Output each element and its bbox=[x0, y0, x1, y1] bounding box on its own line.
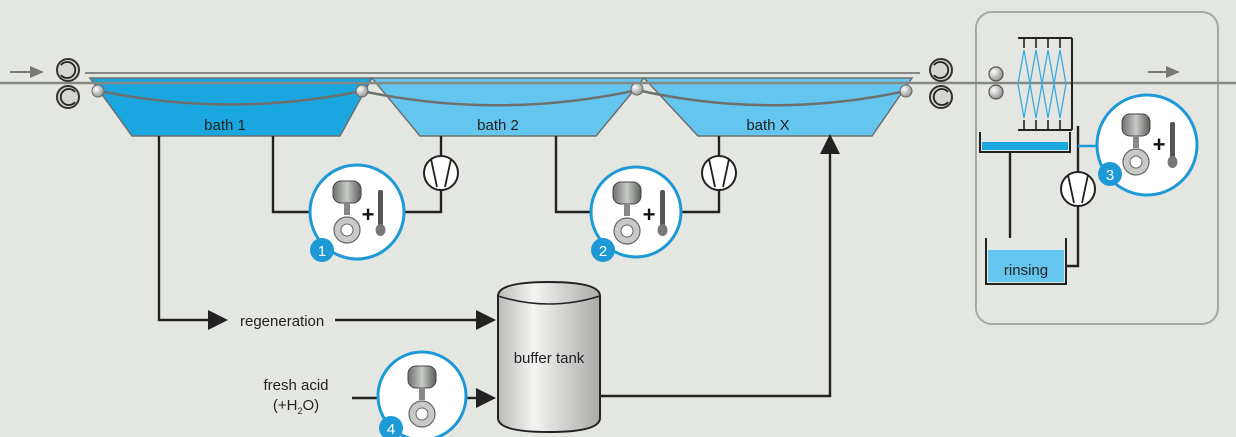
probe-icon bbox=[657, 190, 668, 236]
bath-x-label: bath X bbox=[746, 117, 789, 134]
strip-exit-arrow bbox=[1148, 66, 1180, 78]
bath-x: bath X bbox=[642, 77, 914, 137]
rinse-tray bbox=[979, 132, 1071, 153]
probe-icon bbox=[375, 190, 386, 236]
sensor-1-number: 1 bbox=[318, 243, 326, 260]
fresh-acid-label: fresh acid bbox=[263, 377, 328, 394]
pump-bath-1 bbox=[423, 155, 459, 191]
drive-rollers-left bbox=[56, 58, 80, 109]
buffer-tank-label: buffer tank bbox=[514, 350, 585, 367]
sensor-1: + 1 bbox=[308, 163, 406, 262]
piping bbox=[157, 126, 1096, 400]
arrow-regeneration bbox=[208, 310, 228, 330]
flowmeter-icon bbox=[407, 365, 437, 428]
plus-sign: + bbox=[643, 202, 656, 227]
arrow-into-buffer-1 bbox=[476, 310, 496, 330]
plus-sign: + bbox=[1153, 132, 1166, 157]
strip-curve bbox=[99, 88, 907, 107]
flowmeter-icon bbox=[612, 181, 642, 245]
probe-icon bbox=[1167, 122, 1178, 168]
bath-1: bath 1 bbox=[88, 77, 374, 137]
sensor-4: 4 bbox=[376, 350, 468, 437]
flowmeter-icon bbox=[1121, 113, 1151, 176]
buffer-tank: buffer tank bbox=[497, 280, 601, 434]
bath-2-label: bath 2 bbox=[477, 117, 519, 134]
rinsing-label: rinsing bbox=[1004, 262, 1048, 279]
sensor-4-number: 4 bbox=[387, 421, 395, 437]
pump-rinse bbox=[1060, 171, 1096, 207]
flowmeter-icon bbox=[332, 180, 362, 244]
rinsing-section-frame bbox=[975, 11, 1219, 325]
plus-sign: + bbox=[362, 202, 375, 227]
arrow-into-buffer-2 bbox=[476, 388, 496, 408]
bath-1-label: bath 1 bbox=[204, 117, 246, 134]
regeneration-label: regeneration bbox=[240, 313, 324, 330]
fresh-acid-formula: (+H2O) bbox=[273, 397, 319, 416]
rinsing-tank: rinsing bbox=[985, 238, 1067, 285]
guide-rollers bbox=[91, 82, 913, 98]
strip-entry-arrow bbox=[10, 66, 44, 78]
arrow-into-bath-x bbox=[820, 134, 840, 154]
spray-nozzles bbox=[1017, 37, 1073, 131]
sensor-3-number: 3 bbox=[1106, 167, 1114, 184]
sensor-2: + 2 bbox=[589, 165, 683, 262]
bath-2: bath 2 bbox=[370, 77, 646, 137]
drive-rollers-right bbox=[929, 58, 953, 109]
sensor-2-number: 2 bbox=[599, 243, 607, 260]
sensor-3: + 3 bbox=[1095, 93, 1199, 197]
rinse-rollers bbox=[988, 66, 1004, 100]
pump-bath-2 bbox=[701, 155, 737, 191]
